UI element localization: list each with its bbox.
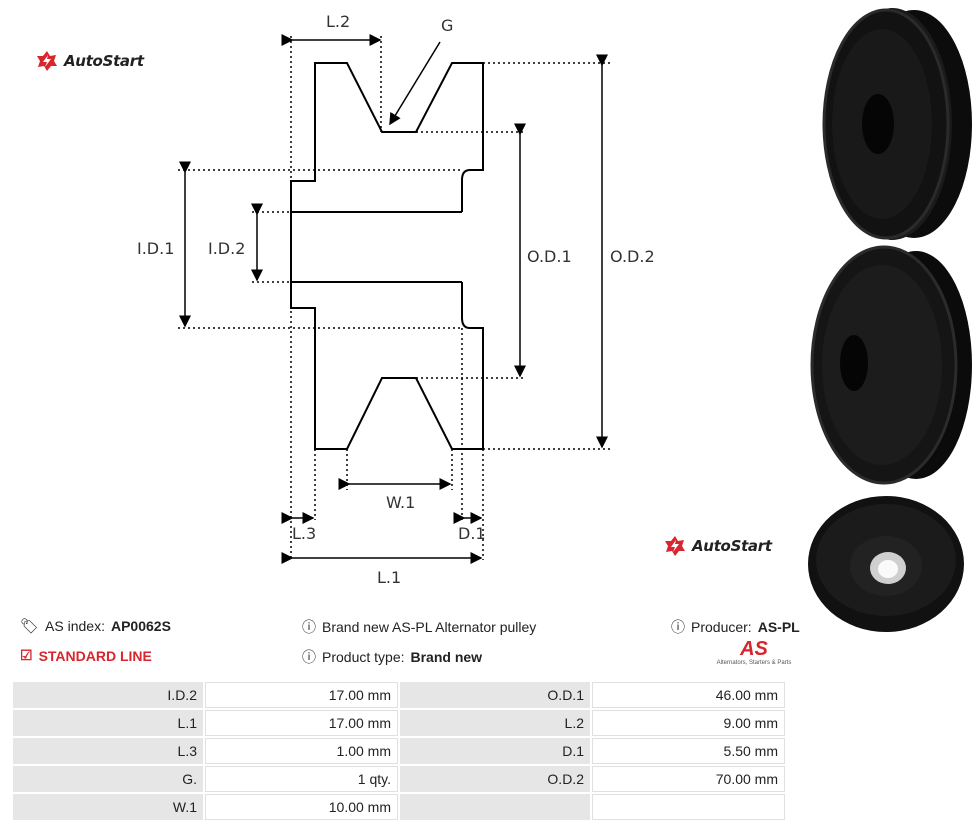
info-circle-icon: ⓘ [302,649,316,665]
product-type: ⓘ Product type: Brand new [302,647,482,667]
spec-value: 10.00 mm [205,794,398,820]
spec-label: L.2 [400,710,590,736]
spec-value: 17.00 mm [205,682,398,708]
label-od1: O.D.1 [527,247,572,266]
dimension-guides [178,36,610,560]
spec-value: 1 qty. [205,766,398,792]
description: ⓘ Brand new AS-PL Alternator pulley [302,617,536,637]
autostart-logo: AutoStart [36,50,144,72]
label-l1: L.1 [377,568,402,587]
spec-label: D.1 [400,738,590,764]
spec-label: G. [13,766,203,792]
pulley-photo-angle [810,245,972,485]
spec-value: 70.00 mm [592,766,785,792]
table-row: I.D.2 17.00 mm O.D.1 46.00 mm [13,682,785,708]
label-od2: O.D.2 [610,247,655,266]
producer: ⓘ Producer: AS-PL [671,617,800,637]
tags-icon: 🏷 [20,618,40,635]
label-w1: W.1 [386,493,416,512]
info-circle-icon: ⓘ [671,619,685,635]
spec-value: 46.00 mm [592,682,785,708]
pulley-outline [290,62,484,450]
label-l3: L.3 [292,524,317,543]
autostart-logo-text: AutoStart [64,52,144,70]
spec-table: I.D.2 17.00 mm O.D.1 46.00 mm L.1 17.00 … [11,680,787,822]
as-index-value: AP0062S [110,618,171,634]
as-index-label: AS index: [45,618,105,634]
spec-label: L.1 [13,710,203,736]
spec-label: O.D.1 [400,682,590,708]
pulley-diagram [178,34,610,564]
spec-label: L.3 [13,738,203,764]
label-d1: D.1 [458,524,486,543]
standard-line: ☑ STANDARD LINE [20,647,152,664]
autostart-logo-text: AutoStart [692,537,772,555]
producer-value: AS-PL [757,619,800,635]
dimension-arrows [179,34,608,564]
as-pl-logo-text: AS [740,638,768,660]
product-type-value: Brand new [410,649,483,665]
check-square-icon: ☑ [20,647,33,663]
table-row: W.1 10.00 mm [13,794,785,820]
label-l2: L.2 [326,12,351,31]
product-type-label: Product type: [322,649,405,665]
spec-value: 1.00 mm [205,738,398,764]
label-id1: I.D.1 [137,239,175,258]
standard-line-label: STANDARD LINE [38,647,152,664]
spec-label: W.1 [13,794,203,820]
info-circle-icon: ⓘ [302,619,316,635]
label-id2: I.D.2 [208,239,246,258]
spec-value: 5.50 mm [592,738,785,764]
as-index: 🏷 AS index: AP0062S [20,617,171,635]
producer-label: Producer: [691,619,752,635]
pulley-photo-side [822,8,972,240]
spec-label [400,794,590,820]
as-pl-logo-tagline: Alternators, Starters & Parts [716,660,792,666]
spec-label: I.D.2 [13,682,203,708]
label-g: G [441,16,454,35]
autostart-logo-icon [37,51,57,71]
autostart-logo-secondary: AutoStart [664,535,772,557]
spec-value: 17.00 mm [205,710,398,736]
spec-value: 9.00 mm [592,710,785,736]
as-pl-logo: AS Alternators, Starters & Parts [716,638,792,666]
spec-value [592,794,785,820]
table-row: L.3 1.00 mm D.1 5.50 mm [13,738,785,764]
autostart-logo-icon [665,536,685,556]
table-row: L.1 17.00 mm L.2 9.00 mm [13,710,785,736]
pulley-photo-front [808,496,964,632]
spec-label: O.D.2 [400,766,590,792]
table-row: G. 1 qty. O.D.2 70.00 mm [13,766,785,792]
description-text: Brand new AS-PL Alternator pulley [322,619,537,635]
